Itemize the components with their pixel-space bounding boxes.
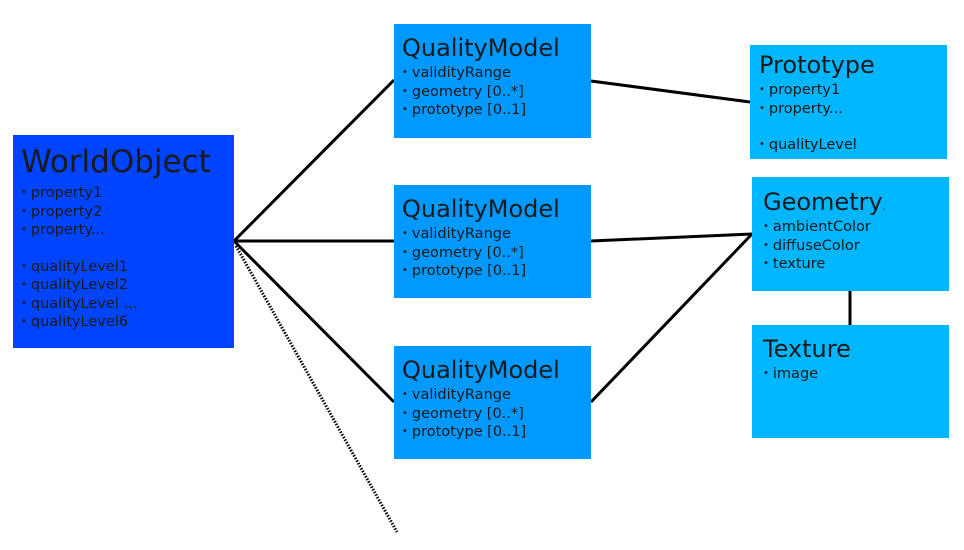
quality-model-attribute: validityRange [402,64,591,83]
worldobject-quality-level: qualityLevel6 [21,313,234,332]
worldobject-property: property1 [21,184,234,203]
geometry-attribute: ambientColor [763,218,949,237]
link-worldobject-qm3 [232,239,396,404]
geometry-box: Geometry. ambientColor diffuseColor text… [752,177,949,291]
geometry-attribute-list: ambientColor diffuseColor texture [763,218,949,274]
prototype-attribute: qualityLevel [759,136,947,155]
quality-model-title: QualityModel [402,356,560,384]
geometry-attribute: diffuseColor [763,237,949,256]
link-qm1-prototype [590,79,751,104]
list-spacer [21,240,234,258]
prototype-attribute: property1 [759,81,947,100]
worldobject-property: property... [21,221,234,240]
quality-model-attribute: geometry [0..*] [402,83,591,102]
quality-model-attribute-list: validityRange geometry [0..*] prototype … [402,64,591,120]
quality-model-title: QualityModel [402,34,560,62]
prototype-box: Prototype property1 property... qualityL… [750,45,947,159]
worldobject-quality-level: qualityLevel ... [21,295,234,314]
link-qm3-geometry [589,232,754,404]
quality-model-attribute-list: validityRange geometry [0..*] prototype … [402,386,591,442]
worldobject-property-list: property1 property2 property... qualityL… [21,184,234,332]
texture-title: Texture [763,335,851,363]
list-spacer [759,118,947,136]
quality-model-attribute: prototype [0..1] [402,101,591,120]
worldobject-quality-level: qualityLevel2 [21,276,234,295]
prototype-title: Prototype [759,51,875,79]
geometry-attribute: texture [763,255,949,274]
quality-model-title: QualityModel [402,195,560,223]
quality-model-attribute: geometry [0..*] [402,244,591,263]
geometry-title-row: Geometry. [763,190,949,214]
worldobject-property: property2 [21,203,234,222]
worldobject-box: WorldObject property1 property2 property… [13,135,234,348]
quality-model-attribute: prototype [0..1] [402,423,591,442]
link-worldobject-qm1 [232,78,396,243]
prototype-attribute: property... [759,100,947,119]
link-worldobject-more-dotted [234,245,399,533]
texture-attribute: image [763,365,949,384]
quality-model-attribute: validityRange [402,225,591,244]
quality-model-box-3: QualityModel validityRange geometry [0..… [394,346,591,459]
texture-attribute-list: image [763,365,949,384]
geometry-title: Geometry [763,188,883,216]
worldobject-title: WorldObject [21,144,211,180]
texture-box: Texture image [752,325,949,438]
quality-model-attribute: geometry [0..*] [402,405,591,424]
quality-model-attribute: validityRange [402,386,591,405]
geometry-title-mark: . [882,202,886,213]
prototype-attribute-list: property1 property... qualityLevel [759,81,947,155]
worldobject-quality-level: qualityLevel1 [21,258,234,277]
quality-model-box-1: QualityModel validityRange geometry [0..… [394,24,591,138]
quality-model-attribute: prototype [0..1] [402,262,591,281]
quality-model-attribute-list: validityRange geometry [0..*] prototype … [402,225,591,281]
link-qm2-geometry [590,232,753,243]
quality-model-box-2: QualityModel validityRange geometry [0..… [394,185,591,298]
